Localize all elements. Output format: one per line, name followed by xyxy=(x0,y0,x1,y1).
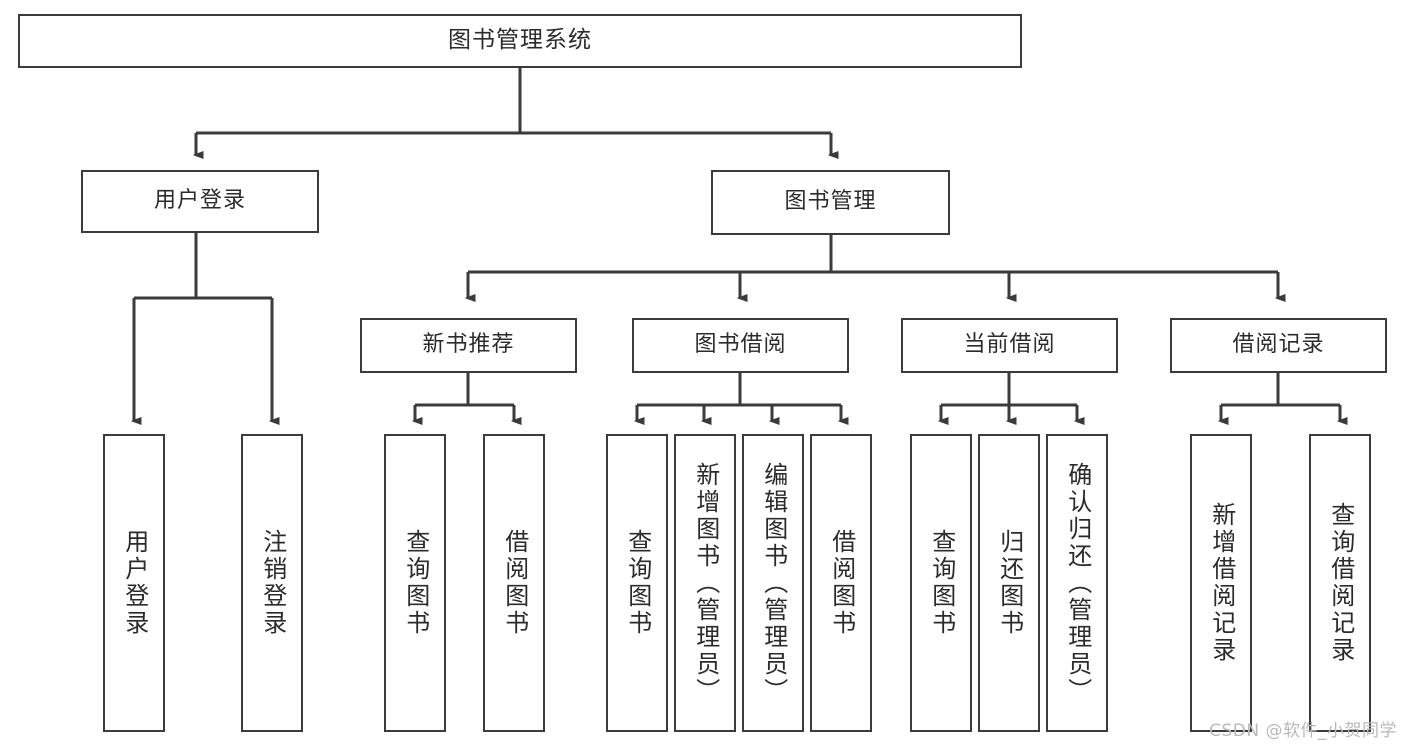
leaf-new-book-borrow[interactable]: 借阅图书 xyxy=(483,434,545,732)
node-label: 图书管理系统 xyxy=(448,27,592,54)
leaf-current-borrow-query[interactable]: 查询图书 xyxy=(910,434,972,732)
node-label: 图书管理 xyxy=(784,189,877,215)
node-label: 编辑图书（管理员） xyxy=(759,461,788,705)
node-label: 查询图书 xyxy=(927,529,956,637)
node-label: 图书借阅 xyxy=(694,332,787,358)
node-root-system[interactable]: 图书管理系统 xyxy=(18,14,1022,68)
node-label: 新增借阅记录 xyxy=(1207,502,1236,664)
node-label: 新增图书（管理员） xyxy=(691,461,720,705)
node-label: 借阅图书 xyxy=(827,529,856,637)
node-label: 查询图书 xyxy=(401,529,430,637)
leaf-book-borrow-edit[interactable]: 编辑图书（管理员） xyxy=(742,434,804,732)
leaf-book-borrow-query[interactable]: 查询图书 xyxy=(606,434,668,732)
node-current-borrow[interactable]: 当前借阅 xyxy=(901,318,1118,373)
node-label: 注销登录 xyxy=(258,529,287,637)
leaf-book-borrow-borrow[interactable]: 借阅图书 xyxy=(810,434,872,732)
node-label: 确认归还（管理员） xyxy=(1063,461,1092,705)
leaf-book-borrow-add[interactable]: 新增图书（管理员） xyxy=(674,434,736,732)
leaf-user-login-logout[interactable]: 注销登录 xyxy=(241,434,303,732)
leaf-borrow-record-query[interactable]: 查询借阅记录 xyxy=(1309,434,1371,732)
leaf-borrow-record-add[interactable]: 新增借阅记录 xyxy=(1190,434,1252,732)
leaf-current-borrow-confirm-return[interactable]: 确认归还（管理员） xyxy=(1046,434,1108,732)
node-label: 当前借阅 xyxy=(963,332,1056,358)
node-label: 用户登录 xyxy=(153,188,246,214)
watermark-text: CSDN @软件_小贺同学 xyxy=(1209,721,1397,741)
node-borrow-record[interactable]: 借阅记录 xyxy=(1170,318,1387,373)
node-label: 用户登录 xyxy=(120,529,149,637)
node-label: 查询图书 xyxy=(623,529,652,637)
node-label: 借阅图书 xyxy=(500,529,529,637)
leaf-user-login-login[interactable]: 用户登录 xyxy=(103,434,165,732)
node-user-login[interactable]: 用户登录 xyxy=(81,170,319,233)
node-label: 新书推荐 xyxy=(422,332,515,358)
node-label: 借阅记录 xyxy=(1232,332,1325,358)
leaf-new-book-query[interactable]: 查询图书 xyxy=(384,434,446,732)
node-label: 归还图书 xyxy=(995,529,1024,637)
leaf-current-borrow-return[interactable]: 归还图书 xyxy=(978,434,1040,732)
node-book-management[interactable]: 图书管理 xyxy=(711,170,950,235)
node-label: 查询借阅记录 xyxy=(1326,502,1355,664)
node-new-book-recommend[interactable]: 新书推荐 xyxy=(360,318,577,373)
node-book-borrow[interactable]: 图书借阅 xyxy=(632,318,849,373)
